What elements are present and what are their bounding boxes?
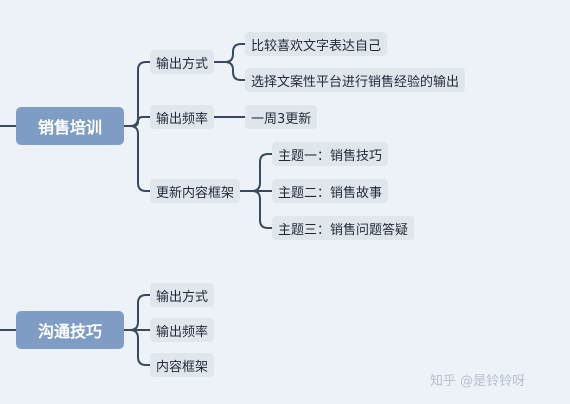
connector-communication-0 <box>124 294 150 331</box>
node-choose-platform[interactable]: 选择文案性平台进行销售经验的输出 <box>245 68 466 92</box>
branch-node-communication-skills[interactable]: 沟通技巧 <box>16 311 124 349</box>
connector-communication-2 <box>124 329 150 366</box>
watermark-text: 知乎 @是铃铃呀 <box>430 374 526 389</box>
node-prefer-text[interactable]: 比较喜欢文字表达自己 <box>245 32 388 56</box>
node-topic-sales-stories[interactable]: 主题二：销售故事 <box>272 179 389 203</box>
connector-sales-2 <box>124 125 150 192</box>
connector-framework-0 <box>240 153 272 192</box>
node-topic-sales-skills[interactable]: 主题一：销售技巧 <box>272 142 389 166</box>
node-weekly-updates[interactable]: 一周3更新 <box>245 105 318 129</box>
branch-node-sales-training[interactable]: 销售培训 <box>16 107 124 145</box>
connector-method-0 <box>214 43 245 63</box>
node-topic-sales-qa[interactable]: 主题三：销售问题答疑 <box>272 216 415 240</box>
connector-method-1 <box>214 61 245 81</box>
node-output-method[interactable]: 输出方式 <box>150 50 215 74</box>
node-content-framework-2[interactable]: 内容框架 <box>150 353 215 377</box>
connector-sales-1 <box>124 116 150 127</box>
node-output-frequency-2[interactable]: 输出频率 <box>150 318 215 342</box>
node-output-frequency[interactable]: 输出频率 <box>150 105 215 129</box>
node-output-method-2[interactable]: 输出方式 <box>150 283 215 307</box>
connector-framework-2 <box>240 190 272 229</box>
node-update-content-framework[interactable]: 更新内容框架 <box>150 179 241 203</box>
